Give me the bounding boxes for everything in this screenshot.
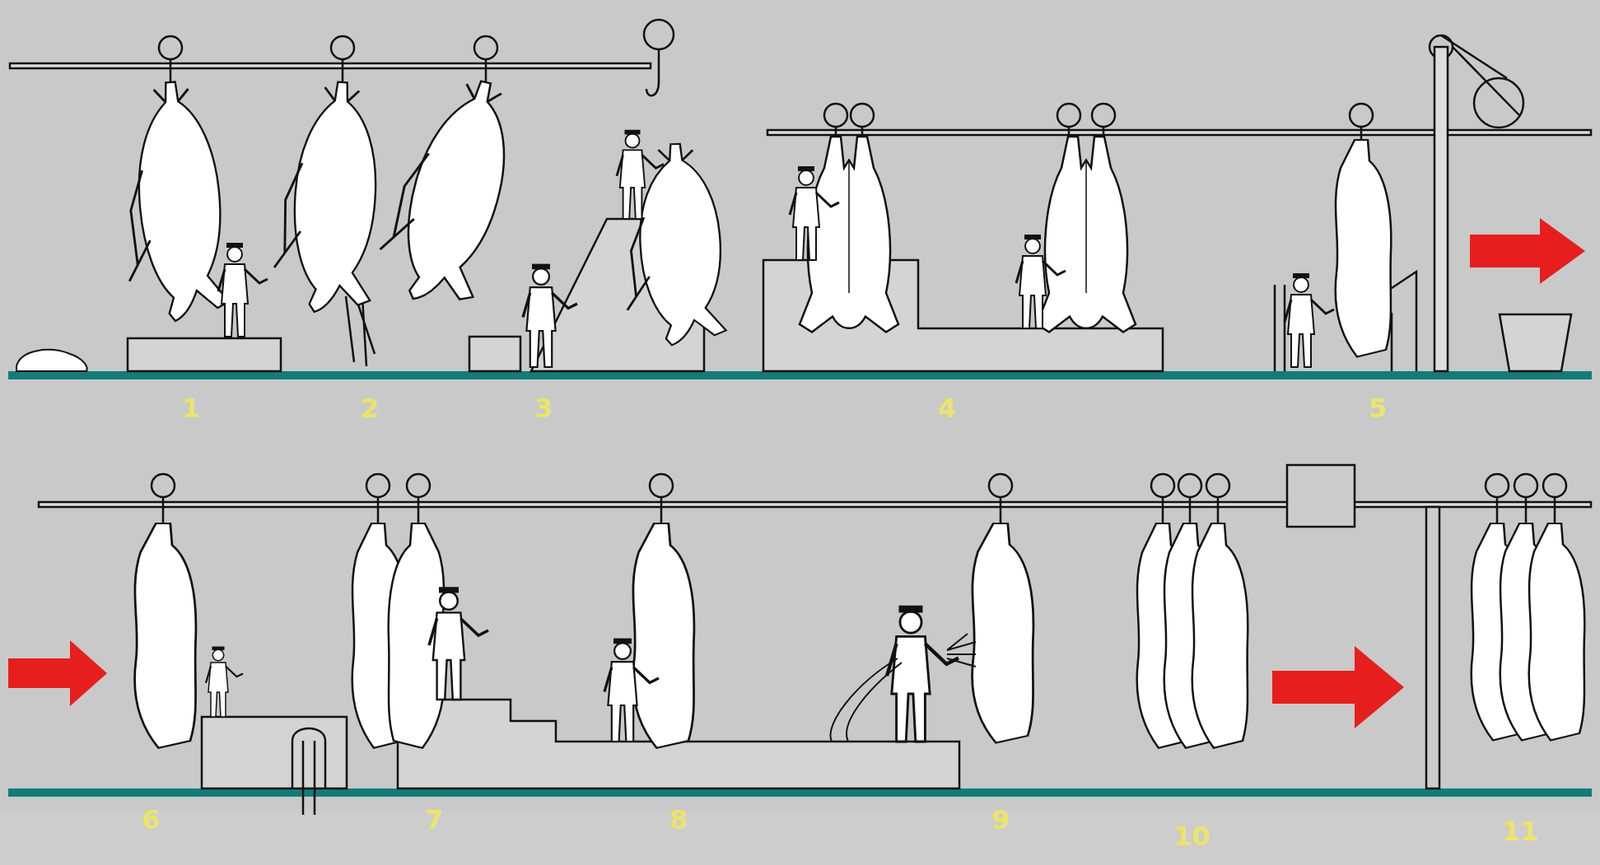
station-number: 10 — [1173, 823, 1211, 850]
station-number: 5 — [1368, 395, 1387, 422]
station-number: 6 — [141, 806, 160, 834]
station-number: 11 — [1502, 818, 1540, 845]
station-number: 1 — [181, 395, 201, 422]
station-number: 8 — [669, 806, 688, 834]
station-number: 2 — [360, 395, 379, 422]
station-number: 3 — [534, 395, 553, 422]
station-number: 9 — [991, 806, 1010, 834]
station-number: 7 — [424, 806, 444, 834]
station-number: 4 — [937, 395, 957, 422]
